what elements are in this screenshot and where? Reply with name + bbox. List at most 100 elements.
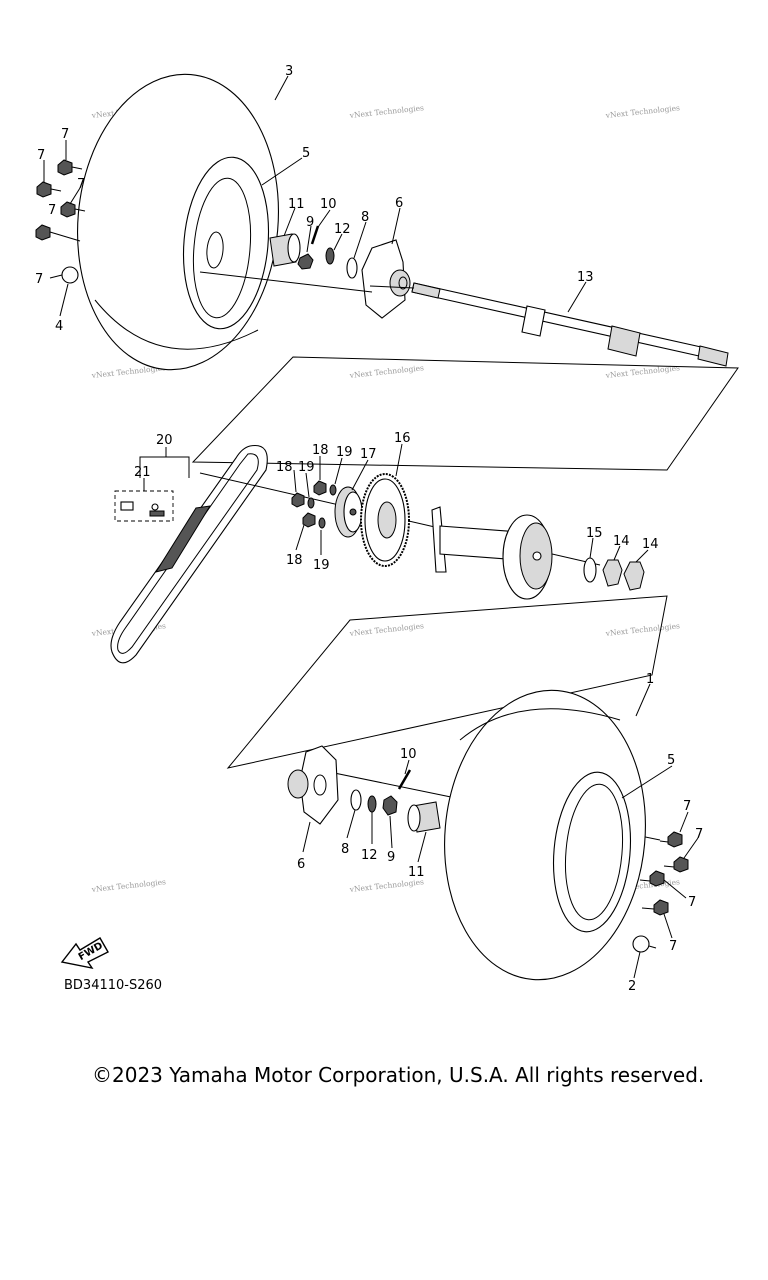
callout-label: 7	[37, 148, 45, 163]
watermark: vNext Technologies	[348, 363, 424, 380]
sprocket-assembly	[199, 472, 645, 600]
callout-label: 12	[334, 222, 351, 237]
callout-label: 10	[320, 197, 337, 212]
axle-spline-left	[411, 282, 441, 299]
chain-links-detail	[154, 505, 211, 573]
wheel-bolt	[35, 224, 81, 242]
wheel-hub-top	[206, 231, 224, 269]
callout-label: 9	[306, 215, 314, 230]
sprocket-lock-washer	[307, 497, 315, 509]
exploded-parts-diagram: vNext Technologies vNext Technologies vN…	[35, 64, 739, 994]
castle-nut-bottom	[382, 795, 398, 816]
callout-label: 7	[48, 203, 56, 218]
sprocket-bolt	[291, 492, 305, 508]
callout-label: 11	[408, 865, 425, 880]
lower-reference-frame	[226, 595, 668, 769]
callout-label: 6	[297, 857, 305, 872]
wheel-rim-bottom-inner	[564, 783, 624, 921]
plain-washer-bottom	[350, 789, 362, 811]
callout-label: 8	[341, 842, 349, 857]
axle-washer	[583, 557, 597, 583]
assembly-axis-top	[199, 271, 373, 293]
hub-bore-top	[398, 276, 408, 290]
watermark: vNext Technologies	[604, 621, 680, 638]
callout-label: 7	[669, 939, 677, 954]
callout-label: 18	[286, 553, 303, 568]
lock-washer-bottom	[367, 795, 377, 813]
callout-label: 7	[688, 895, 696, 910]
callout-label: 5	[667, 753, 675, 768]
axle-nut-outer	[623, 561, 645, 591]
wheel-assembly-bottom	[287, 689, 661, 981]
sprocket-bolt	[302, 512, 316, 528]
axle-spline-right	[697, 345, 729, 367]
sprocket-lock-washer	[329, 484, 337, 496]
callout-label: 18	[312, 443, 329, 458]
chain-loop-inner	[117, 453, 259, 654]
wheel-bolt	[663, 856, 689, 873]
rear-sprocket-center	[377, 501, 397, 539]
wheel-bolt	[57, 159, 83, 176]
valve-stem	[632, 935, 657, 953]
master-link	[120, 501, 165, 517]
callout-label: 14	[613, 534, 630, 549]
callout-label: 19	[336, 445, 353, 460]
axle-reference-frame	[191, 356, 739, 471]
callout-label: 10	[400, 747, 417, 762]
callout-label: 20	[156, 433, 173, 448]
callout-label: 21	[134, 465, 151, 480]
wheel-bolt	[639, 870, 665, 887]
collar-top-face	[287, 233, 301, 263]
callout-label: 12	[361, 848, 378, 863]
axle-spline-mid	[607, 325, 641, 357]
watermark: vNext Technologies	[90, 877, 166, 894]
watermark: vNext Technologies	[348, 621, 424, 638]
callout-label: 14	[642, 537, 659, 552]
forward-direction-arrow: FWD	[60, 937, 109, 970]
callout-label: 19	[313, 558, 330, 573]
diagram-code: BD34110-S260	[64, 978, 163, 993]
copyright-notice: ©2023 Yamaha Motor Corporation, U.S.A. A…	[92, 1063, 705, 1087]
callout-label: 2	[628, 979, 636, 994]
hub-boss-bottom	[287, 769, 309, 799]
wheel-rim-top-inner	[192, 177, 252, 319]
collar-bottom-face	[407, 804, 421, 832]
plain-washer-top	[346, 257, 358, 279]
callout-label: 8	[361, 210, 369, 225]
callout-labels: 3 5 7 7 7 7 7 4 11 10 9 12 8 6 13 20 21 …	[35, 64, 703, 994]
callout-label: 7	[683, 799, 691, 814]
callout-label: 4	[55, 319, 63, 334]
lock-washer-top	[325, 247, 335, 265]
wheel-bolt	[60, 201, 86, 218]
callout-label: 17	[360, 447, 377, 462]
callout-label: 16	[394, 431, 411, 446]
tire-top-tread	[94, 299, 259, 350]
axle-nut-inner	[602, 559, 623, 587]
sprocket-bolt	[313, 480, 327, 496]
hub-flange-top	[361, 239, 406, 319]
rear-axle	[369, 282, 729, 367]
cotter-pin-bottom	[397, 769, 412, 790]
callout-label: 19	[298, 460, 315, 475]
callout-label: 7	[77, 177, 85, 192]
callout-label: 7	[61, 127, 69, 142]
tire-bottom-tread	[459, 708, 621, 741]
axle-hub-arm	[431, 506, 447, 573]
wheel-rim-bottom	[552, 771, 632, 933]
watermark: vNext Technologies	[604, 103, 680, 120]
callout-label: 15	[586, 526, 603, 541]
sprocket-lock-washer	[318, 517, 326, 529]
callout-label: 6	[395, 196, 403, 211]
wheel-assembly-top	[76, 73, 411, 371]
wheel-bolts-top	[35, 159, 86, 284]
hub-boss-top	[389, 269, 411, 297]
wheel-bolt	[659, 831, 683, 848]
wheel-bolt	[36, 181, 62, 198]
axle-shaft	[411, 282, 711, 359]
callout-label: 13	[577, 270, 594, 285]
hub-bore-bottom	[313, 774, 327, 796]
callout-label: 11	[288, 197, 305, 212]
callout-label: 9	[387, 850, 395, 865]
valve-stem	[49, 266, 79, 284]
wheel-bolt	[641, 899, 669, 916]
